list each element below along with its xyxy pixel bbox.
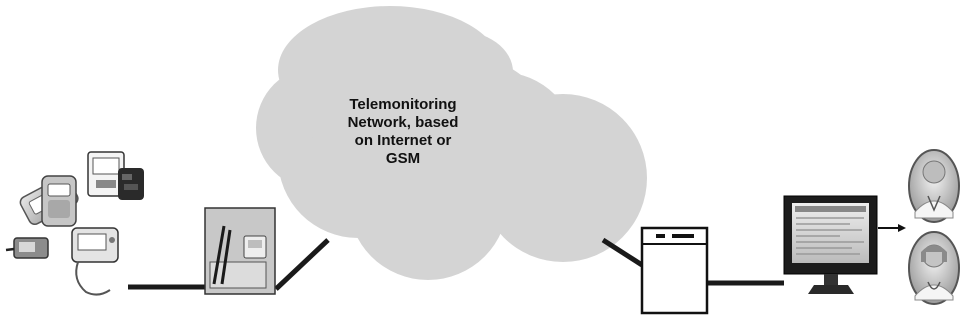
- link-cloud-server: [601, 237, 644, 268]
- female-doctor-avatar: [908, 231, 960, 305]
- scale-device-icon: [41, 175, 77, 227]
- cloud-label-line-4: GSM: [385, 150, 421, 167]
- glucose-meter-icon: [5, 237, 49, 259]
- network-cloud: [256, 6, 647, 280]
- home-gateway-icon: [204, 207, 276, 295]
- server-icon: [640, 226, 709, 315]
- monitor-icon: [783, 195, 878, 294]
- handheld-monitor-icon: [71, 227, 119, 296]
- male-doctor-avatar: [908, 149, 960, 223]
- link-gateway-cloud: [274, 238, 330, 291]
- blood-pressure-monitor-icon: [87, 151, 144, 200]
- cloud-label-line-3: on Internet or: [354, 132, 452, 149]
- cloud-label-line-2: Network, based: [347, 114, 459, 131]
- medical-devices-icon: [5, 151, 144, 296]
- arrow-to-doctors: [878, 224, 906, 232]
- cloud-label: Telemonitoring Network, based on Interne…: [318, 96, 488, 168]
- cloud-label-line-1: Telemonitoring: [349, 96, 457, 113]
- connection-lines: [128, 237, 784, 291]
